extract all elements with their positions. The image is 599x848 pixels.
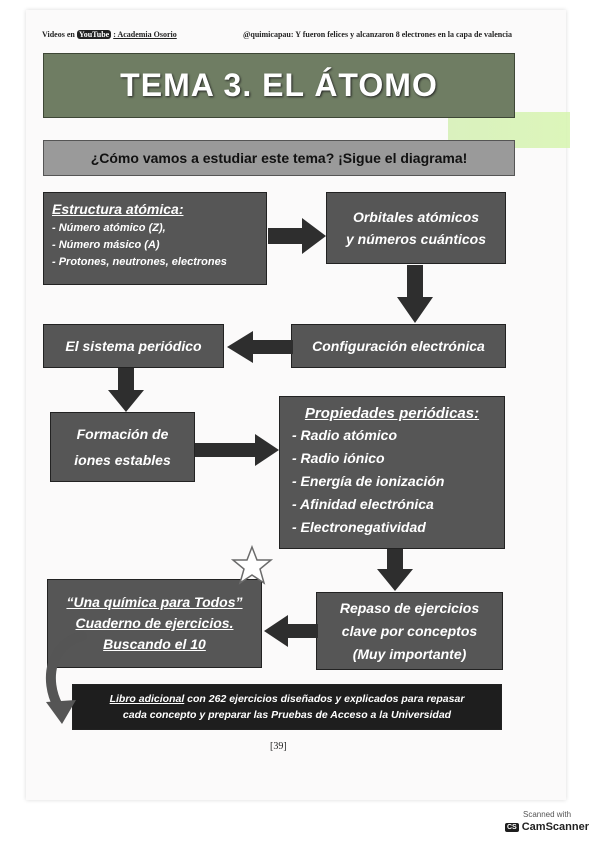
- star-icon: [230, 544, 274, 585]
- orbitales-line: Orbitales atómicos: [352, 209, 480, 225]
- box-orbitales: Orbitales atómicos y números cuánticos: [326, 192, 506, 264]
- box-libro: “Una química para Todos” Cuaderno de eje…: [47, 579, 262, 668]
- repaso-line: Repaso de ejercicios: [339, 599, 480, 616]
- curved-arrow-icon: [45, 631, 87, 724]
- box-repaso: Repaso de ejercicios clave por conceptos…: [316, 592, 503, 670]
- page-subtitle: ¿Cómo vamos a estudiar este tema? ¡Sigue…: [43, 140, 515, 176]
- arrow-down-icon: [377, 549, 413, 591]
- propiedades-item: - Afinidad electrónica: [292, 496, 434, 512]
- scanner-brand: CamScanner: [521, 821, 589, 833]
- camscanner-logo-icon: CS: [505, 822, 519, 832]
- propiedades-item: - Radio atómico: [292, 427, 398, 443]
- arrow-right-icon: [268, 218, 326, 254]
- propiedades-item: - Electronegatividad: [292, 519, 426, 535]
- banner-line: cada concepto y preparar las Pruebas de …: [122, 709, 452, 721]
- arrow-left-icon: [264, 615, 318, 647]
- scanner-brand-row: CS CamScanner: [503, 821, 591, 833]
- banner-line: Libro adicional con 262 ejercicios diseñ…: [110, 691, 465, 707]
- estructura-heading: Estructura atómica:: [52, 201, 184, 217]
- arrow-left-icon: [227, 331, 293, 363]
- libro-adicional-link[interactable]: Libro adicional: [109, 693, 185, 705]
- sistema-label: El sistema periódico: [65, 338, 202, 354]
- libro-line: Buscando el 10: [103, 636, 206, 652]
- video-credit: Videos en YouTube : Academia Osorio: [42, 30, 177, 39]
- libro-line: Cuaderno de ejercicios.: [75, 615, 234, 631]
- arrow-down-icon: [397, 265, 433, 323]
- propiedades-item: - Energía de ionización: [292, 473, 445, 489]
- arrow-down-icon: [108, 368, 144, 412]
- arrow-right-icon: [195, 434, 279, 466]
- banner-libro-adicional: Libro adicional con 262 ejercicios diseñ…: [72, 684, 502, 730]
- box-sistema-periodico: El sistema periódico: [43, 324, 224, 368]
- estructura-item: - Número másico (A): [52, 239, 160, 251]
- header-quote: @quimicapau: Y fueron felices y alcanzar…: [242, 30, 512, 39]
- box-estructura-atomica: Estructura atómica: - Número atómico (Z)…: [43, 192, 267, 285]
- box-configuracion: Configuración electrónica: [291, 324, 506, 368]
- repaso-line: (Muy importante): [352, 645, 467, 662]
- page-number: [39]: [270, 741, 287, 752]
- formacion-line: Formación de: [76, 426, 169, 442]
- youtube-logo: YouTube: [76, 30, 112, 39]
- libro-line: “Una química para Todos”: [66, 594, 243, 610]
- propiedades-heading: Propiedades periódicas:: [304, 405, 480, 422]
- estructura-item: - Protones, neutrones, electrones: [52, 256, 227, 268]
- page-title: TEMA 3. EL ÁTOMO: [43, 53, 515, 118]
- propiedades-item: - Radio iónico: [292, 450, 385, 466]
- channel-link[interactable]: : Academia Osorio: [113, 30, 177, 39]
- configuracion-label: Configuración electrónica: [312, 338, 485, 354]
- box-propiedades-periodicas: Propiedades periódicas: - Radio atómico …: [279, 396, 505, 549]
- box-formacion-iones: Formación de iones estables: [50, 412, 195, 482]
- scanner-watermark: Scanned with CS CamScanner: [503, 810, 591, 833]
- estructura-item: - Número atómico (Z),: [52, 222, 166, 234]
- page-header: Videos en YouTube : Academia Osorio @qui…: [42, 30, 512, 39]
- formacion-line: iones estables: [74, 452, 171, 468]
- banner-text: con 262 ejercicios diseñados y explicado…: [184, 693, 465, 705]
- repaso-line: clave por conceptos: [341, 622, 478, 639]
- scanner-text: Scanned with: [522, 810, 572, 819]
- orbitales-line: y números cuánticos: [345, 231, 487, 247]
